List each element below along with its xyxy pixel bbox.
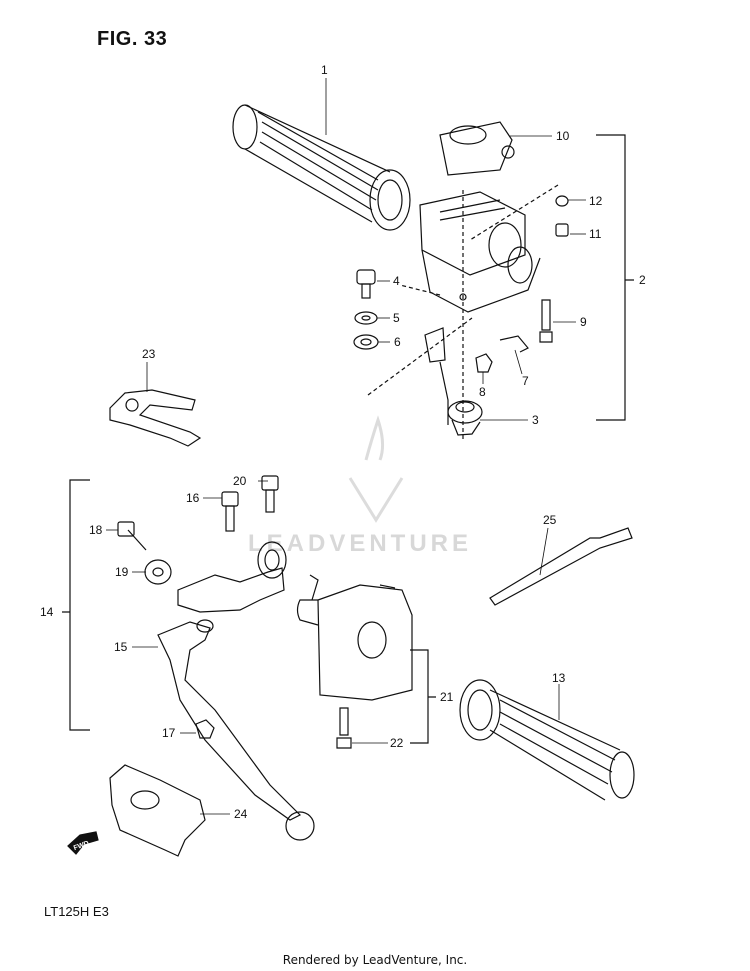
part-19-nut[interactable] — [144, 559, 172, 585]
callout-16: 16 — [186, 491, 200, 505]
part-23-clamp[interactable] — [109, 389, 202, 447]
bracket-21 — [410, 649, 436, 744]
callout-14: 14 — [40, 605, 54, 619]
part-13-grip[interactable] — [459, 679, 635, 801]
callout-24: 24 — [234, 807, 248, 821]
part-25-strap[interactable] — [489, 527, 633, 606]
part-9-screw[interactable] — [539, 299, 553, 343]
bracket-2 — [596, 134, 634, 421]
callout-12: 12 — [589, 194, 603, 208]
callout-13: 13 — [552, 671, 566, 685]
callout-2: 2 — [639, 273, 646, 287]
bracket-14 — [62, 479, 90, 731]
model-code: LT125H E3 — [44, 904, 109, 919]
part-11-screw[interactable] — [555, 223, 569, 237]
callout-4: 4 — [393, 274, 400, 288]
assembly-line — [367, 184, 559, 440]
part-3-switch-cable[interactable] — [424, 327, 483, 436]
part-7-screw[interactable] — [499, 335, 529, 353]
callout-5: 5 — [393, 311, 400, 325]
part-15-lever[interactable] — [157, 619, 315, 841]
callout-19: 19 — [115, 565, 129, 579]
watermark-logo — [348, 415, 404, 523]
part-22-screw[interactable] — [336, 707, 352, 749]
part-18-screw[interactable] — [117, 521, 147, 551]
callout-17: 17 — [162, 726, 176, 740]
callout-3: 3 — [532, 413, 539, 427]
callout-22: 22 — [390, 736, 404, 750]
part-17-nut[interactable] — [195, 719, 215, 739]
part-1-grip[interactable] — [232, 104, 411, 231]
part-5-washer[interactable] — [354, 311, 378, 325]
callout-7: 7 — [522, 374, 529, 388]
callout-1: 1 — [321, 63, 328, 77]
part-21-left-switch[interactable] — [296, 574, 413, 701]
callouts: 1 2 3 4 5 6 7 8 9 10 11 12 13 14 15 16 1… — [40, 63, 646, 852]
leader-lines — [106, 78, 586, 815]
callout-15: 15 — [114, 640, 128, 654]
part-8-nut[interactable] — [475, 353, 493, 373]
fwd-arrow-icon — [67, 831, 99, 855]
part-4-screw[interactable] — [356, 269, 376, 299]
callout-21: 21 — [440, 690, 454, 704]
part-6-washer[interactable] — [353, 334, 379, 350]
part-2-switch-housing[interactable] — [419, 191, 541, 313]
callout-6: 6 — [394, 335, 401, 349]
callout-10: 10 — [556, 129, 570, 143]
callout-18: 18 — [89, 523, 103, 537]
callout-20: 20 — [233, 474, 247, 488]
figure-title: FIG. 33 — [97, 28, 168, 50]
callout-11: 11 — [589, 227, 602, 241]
callout-8: 8 — [479, 385, 486, 399]
callout-25: 25 — [543, 513, 557, 527]
part-24-boot[interactable] — [109, 764, 206, 857]
lever-holder[interactable] — [177, 541, 287, 613]
callout-23: 23 — [142, 347, 156, 361]
part-16-bolt[interactable] — [221, 491, 239, 532]
callout-9: 9 — [580, 315, 587, 329]
credit-line: Rendered by LeadVenture, Inc. — [282, 953, 468, 967]
part-20-bolt[interactable] — [261, 475, 279, 513]
part-10-switch-knob[interactable] — [439, 121, 515, 176]
part-12-nut[interactable] — [555, 195, 569, 207]
